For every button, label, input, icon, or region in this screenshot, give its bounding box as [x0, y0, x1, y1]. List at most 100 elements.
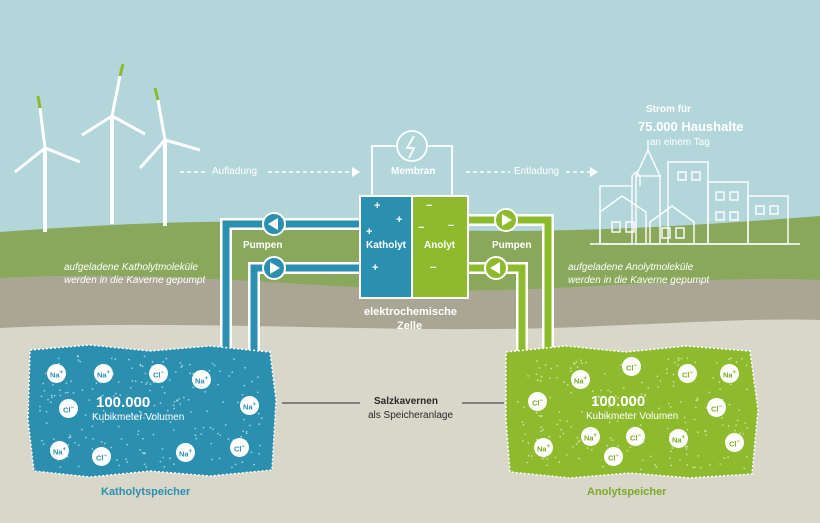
texture-dot: [173, 401, 176, 403]
texture-dot: [578, 457, 581, 460]
catholyte-pipes: [220, 218, 360, 366]
texture-dot: [521, 421, 524, 423]
cell-plus-sign: +: [374, 200, 381, 212]
texture-dot: [166, 409, 169, 412]
texture-dot: [219, 434, 222, 437]
texture-dot: [736, 419, 739, 422]
texture-dot: [251, 380, 254, 383]
texture-dot: [144, 372, 147, 375]
texture-dot: [669, 406, 672, 408]
texture-dot: [654, 463, 656, 466]
right-tank-label: Anolytspeicher: [587, 486, 667, 498]
texture-dot: [202, 426, 205, 429]
texture-dot: [746, 388, 748, 391]
texture-dot: [59, 394, 62, 397]
texture-dot: [735, 424, 737, 426]
texture-dot: [84, 414, 87, 416]
ion-badge: Na+: [581, 427, 600, 446]
cell-label: elektrochemische: [364, 306, 457, 318]
texture-dot: [162, 456, 165, 459]
texture-dot: [141, 365, 144, 367]
texture-dot: [140, 416, 142, 419]
texture-dot: [69, 436, 72, 438]
texture-dot: [209, 426, 212, 429]
texture-dot: [125, 458, 127, 461]
texture-dot: [179, 403, 182, 406]
texture-dot: [42, 382, 44, 385]
ion-badge: Cl−: [230, 438, 249, 457]
texture-dot: [65, 382, 68, 385]
texture-dot: [566, 420, 568, 422]
texture-dot: [705, 407, 708, 409]
texture-dot: [639, 424, 642, 426]
texture-dot: [134, 416, 137, 419]
texture-dot: [665, 368, 668, 371]
texture-dot: [70, 380, 72, 382]
texture-dot: [550, 367, 553, 370]
texture-dot: [700, 466, 702, 469]
texture-dot: [227, 438, 230, 441]
texture-dot: [641, 381, 644, 384]
texture-dot: [577, 441, 580, 443]
texture-dot: [169, 457, 171, 460]
texture-dot: [526, 461, 528, 464]
texture-dot: [228, 375, 231, 377]
texture-dot: [516, 400, 519, 403]
household-period: an einem Tag: [650, 137, 710, 148]
texture-dot: [50, 394, 53, 397]
texture-dot: [704, 430, 707, 432]
texture-dot: [727, 456, 729, 459]
texture-dot: [180, 366, 183, 368]
texture-dot: [625, 401, 628, 403]
texture-dot: [91, 448, 94, 450]
texture-dot: [118, 464, 120, 467]
texture-dot: [674, 361, 676, 364]
texture-dot: [120, 438, 123, 440]
texture-dot: [600, 389, 602, 392]
texture-dot: [657, 386, 659, 388]
texture-dot: [136, 433, 139, 436]
texture-dot: [119, 394, 122, 397]
texture-dot: [549, 377, 551, 380]
texture-dot: [141, 404, 144, 407]
texture-dot: [149, 383, 152, 385]
texture-dot: [544, 364, 547, 367]
texture-dot: [708, 391, 711, 394]
texture-dot: [52, 383, 54, 386]
pump-label-right: Pumpen: [492, 240, 532, 251]
texture-dot: [667, 358, 670, 360]
city-skyline-icon: [590, 140, 800, 245]
texture-dot: [217, 383, 220, 386]
texture-dot: [149, 389, 152, 392]
catholyte-caption-line2: werden in die Kaverne gepumpt: [64, 275, 206, 286]
texture-dot: [738, 409, 741, 412]
texture-dot: [85, 436, 87, 439]
texture-dot: [210, 442, 213, 445]
texture-dot: [231, 371, 234, 374]
texture-dot: [159, 460, 162, 463]
texture-dot: [677, 364, 679, 366]
texture-dot: [535, 360, 538, 362]
texture-dot: [52, 438, 55, 440]
texture-dot: [143, 463, 146, 466]
texture-dot: [169, 421, 172, 423]
texture-dot: [745, 455, 748, 458]
texture-dot: [245, 431, 248, 433]
texture-dot: [608, 421, 611, 424]
cell-minus-sign: −: [426, 200, 433, 212]
membrane-label: Membran: [391, 166, 436, 177]
texture-dot: [719, 463, 722, 465]
texture-dot: [586, 447, 589, 449]
pump-icon: [494, 208, 518, 232]
texture-dot: [218, 457, 221, 460]
texture-dot: [139, 449, 142, 451]
texture-dot: [161, 448, 164, 450]
ion-badge: Na+: [192, 370, 211, 389]
texture-dot: [212, 428, 214, 430]
texture-dot: [140, 381, 143, 383]
texture-dot: [587, 415, 589, 418]
texture-dot: [243, 418, 245, 421]
texture-dot: [173, 407, 175, 410]
ion-badge: Na+: [534, 438, 553, 457]
texture-dot: [250, 451, 253, 454]
